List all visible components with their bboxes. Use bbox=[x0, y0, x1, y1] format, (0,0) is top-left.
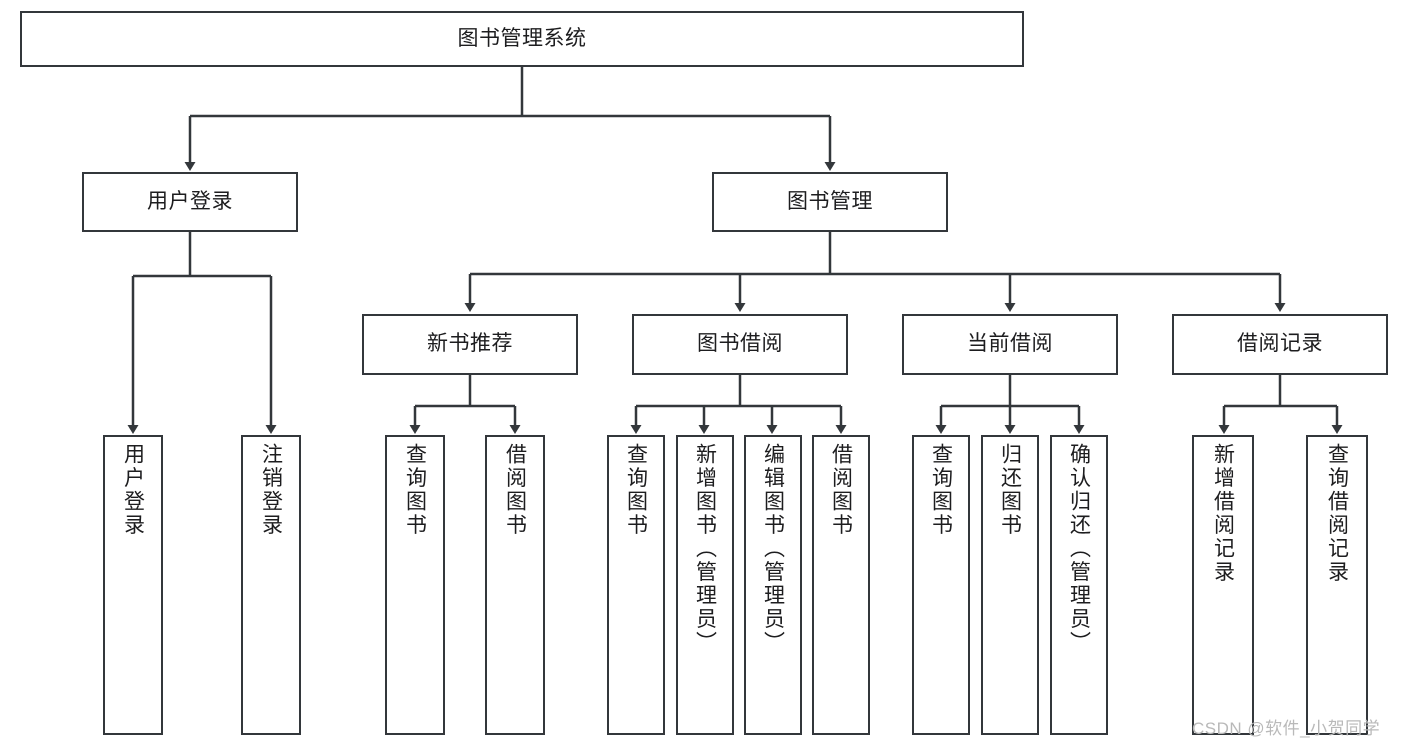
node-borrow-record-label: 借阅记录 bbox=[1237, 332, 1323, 356]
node-leaf-query-record-label: 查询借阅记录 bbox=[1325, 443, 1349, 584]
node-current-borrow-label: 当前借阅 bbox=[967, 332, 1053, 356]
node-leaf-confirm-return[interactable]: 确认归还（管理员） bbox=[1050, 435, 1108, 735]
node-leaf-confirm-return-label: 确认归还（管理员） bbox=[1067, 443, 1091, 655]
node-leaf-return-book-label: 归还图书 bbox=[998, 443, 1022, 537]
node-new-book-recommend[interactable]: 新书推荐 bbox=[362, 314, 578, 375]
node-leaf-user-login[interactable]: 用户登录 bbox=[103, 435, 163, 735]
node-leaf-edit-book-label: 编辑图书（管理员） bbox=[761, 443, 785, 655]
csdn-watermark: CSDN @软件_小贺同学 bbox=[1192, 719, 1381, 738]
node-borrow-record[interactable]: 借阅记录 bbox=[1172, 314, 1388, 375]
node-current-borrow[interactable]: 当前借阅 bbox=[902, 314, 1118, 375]
node-leaf-query-book-2-label: 查询图书 bbox=[624, 443, 648, 537]
node-leaf-add-book-label: 新增图书（管理员） bbox=[693, 443, 717, 655]
node-book-borrow-label: 图书借阅 bbox=[697, 332, 783, 356]
node-leaf-borrow-book-2[interactable]: 借阅图书 bbox=[812, 435, 870, 735]
node-leaf-user-logout[interactable]: 注销登录 bbox=[241, 435, 301, 735]
node-leaf-borrow-book-1-label: 借阅图书 bbox=[503, 443, 527, 537]
node-book-management[interactable]: 图书管理 bbox=[712, 172, 948, 232]
node-leaf-add-record-label: 新增借阅记录 bbox=[1211, 443, 1235, 584]
node-leaf-add-record[interactable]: 新增借阅记录 bbox=[1192, 435, 1254, 735]
node-leaf-query-book-1[interactable]: 查询图书 bbox=[385, 435, 445, 735]
node-leaf-borrow-book-1[interactable]: 借阅图书 bbox=[485, 435, 545, 735]
node-leaf-query-book-1-label: 查询图书 bbox=[403, 443, 427, 537]
node-leaf-query-book-2[interactable]: 查询图书 bbox=[607, 435, 665, 735]
node-root-label: 图书管理系统 bbox=[457, 26, 587, 50]
node-leaf-query-book-3[interactable]: 查询图书 bbox=[912, 435, 970, 735]
node-root[interactable]: 图书管理系统 bbox=[20, 11, 1024, 67]
node-leaf-edit-book[interactable]: 编辑图书（管理员） bbox=[744, 435, 802, 735]
node-book-management-label: 图书管理 bbox=[787, 189, 873, 213]
node-leaf-query-record[interactable]: 查询借阅记录 bbox=[1306, 435, 1368, 735]
node-user-login[interactable]: 用户登录 bbox=[82, 172, 298, 232]
node-user-login-label: 用户登录 bbox=[147, 189, 233, 213]
node-book-borrow[interactable]: 图书借阅 bbox=[632, 314, 848, 375]
node-leaf-user-logout-label: 注销登录 bbox=[259, 443, 283, 537]
node-leaf-query-book-3-label: 查询图书 bbox=[929, 443, 953, 537]
node-leaf-return-book[interactable]: 归还图书 bbox=[981, 435, 1039, 735]
node-leaf-user-login-label: 用户登录 bbox=[121, 443, 145, 537]
node-leaf-borrow-book-2-label: 借阅图书 bbox=[829, 443, 853, 537]
node-leaf-add-book[interactable]: 新增图书（管理员） bbox=[676, 435, 734, 735]
node-new-book-recommend-label: 新书推荐 bbox=[427, 332, 513, 356]
